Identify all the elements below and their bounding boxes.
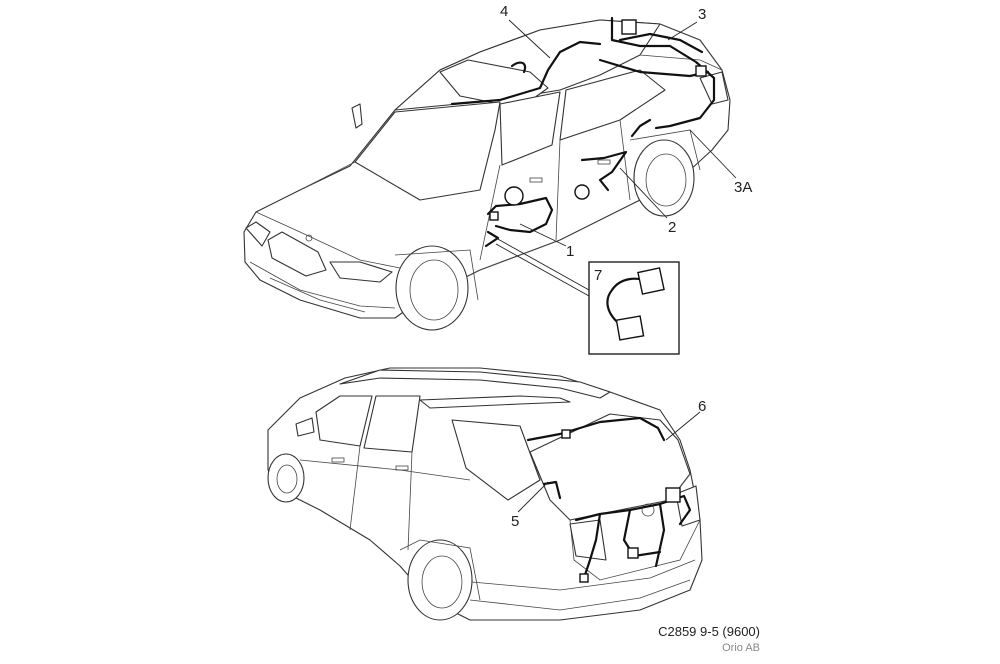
connector-detail-box (495, 237, 680, 355)
callout-3a: 3A (734, 179, 752, 196)
sedan-sunroof (439, 59, 549, 109)
figure-credit: Orio AB (722, 642, 760, 654)
wagon-roof-rail (339, 369, 611, 399)
callout-labels: 4 3 3A 2 1 7 6 5 (500, 3, 752, 530)
sedan-rear-window (559, 69, 666, 141)
harness-tailgate-upper (526, 416, 666, 442)
callout-1: 1 (566, 243, 574, 260)
sedan-grille (267, 231, 327, 277)
sedan-front-wheel (395, 245, 469, 331)
wagon-illustration (267, 367, 703, 621)
sedan-illustration (243, 16, 731, 331)
sedan-front-window (499, 91, 561, 166)
sedan-windshield (354, 101, 501, 201)
callout-2: 2 (668, 219, 676, 236)
callout-5: 5 (511, 513, 519, 530)
harness-roof (450, 40, 602, 106)
wagon-front-wheel (267, 453, 305, 503)
wagon-front-window (315, 395, 373, 447)
sedan-rear-wheel (633, 139, 695, 217)
figure-caption: C2859 9-5 (9600) (658, 624, 760, 639)
callout-3: 3 (698, 6, 706, 23)
wagon-cargo-window (451, 419, 541, 501)
callout-leaders (508, 19, 737, 513)
harness-front-door (486, 196, 554, 234)
callout-7: 7 (594, 267, 602, 284)
harness-rear-door (580, 150, 628, 192)
callout-6: 6 (698, 398, 706, 415)
callout-4: 4 (500, 3, 508, 20)
